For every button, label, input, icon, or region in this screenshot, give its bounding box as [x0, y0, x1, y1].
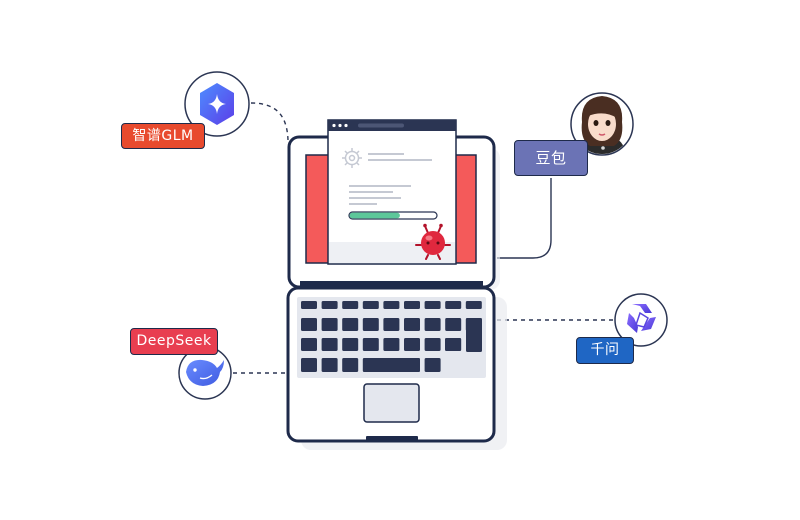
connector-glm: [250, 102, 289, 141]
keyboard-key: [404, 338, 420, 351]
base-notch: [366, 436, 418, 441]
lid-hinge: [300, 281, 483, 289]
doubao-label-tag[interactable]: 豆包: [514, 140, 588, 176]
keyboard-key: [321, 338, 338, 351]
keyboard-key: [383, 338, 400, 351]
keyboard-key: [424, 318, 441, 331]
gear-icon: [342, 148, 362, 168]
keyboard-key: [465, 301, 482, 309]
glm-logo-badge[interactable]: [184, 71, 250, 137]
keyboard-key: [342, 318, 359, 331]
keyboard-key: [301, 318, 317, 331]
keyboard-key: [424, 358, 441, 372]
keyboard-key: [301, 301, 317, 309]
keyboard-key: [404, 318, 420, 331]
window-dot: [338, 123, 342, 128]
deepseek-whale-icon: [186, 359, 224, 386]
window-dot: [344, 123, 348, 128]
touchpad: [363, 383, 420, 423]
doubao-avatar-icon: [577, 96, 627, 154]
keyboard-key: [362, 318, 379, 331]
keyboard-key: [301, 338, 317, 351]
keyboard-key: [424, 338, 441, 351]
deepseek-label-tag[interactable]: DeepSeek: [130, 328, 218, 355]
glm-label-tag[interactable]: 智谱GLM: [121, 123, 205, 149]
qwen-logo-icon: [627, 304, 656, 333]
keyboard-bed: [297, 297, 486, 378]
keyboard-key: [321, 301, 338, 309]
keyboard-keys: [301, 301, 482, 372]
keyboard-key: [466, 318, 482, 352]
keyboard-key: [424, 301, 441, 309]
connector-doubao: [497, 178, 552, 259]
qwen-logo-badge[interactable]: [614, 293, 668, 347]
keyboard-key: [342, 358, 359, 372]
window-dot: [332, 123, 336, 128]
laptop-base: [286, 286, 507, 450]
keyboard-key: [342, 301, 359, 309]
connectors: [233, 102, 618, 374]
keyboard-key: [362, 338, 379, 351]
keyboard-key: [301, 358, 317, 372]
qianwen-label-tag[interactable]: 千问: [576, 337, 634, 364]
keyboard-key: [383, 318, 400, 331]
doubao-avatar[interactable]: [570, 92, 634, 160]
keyboard-key: [404, 301, 420, 309]
keyboard-key: [362, 301, 379, 309]
keyboard-key: [383, 301, 400, 309]
keyboard-key: [445, 301, 462, 309]
keyboard-key: [445, 338, 461, 351]
bug-mascot-icon: [415, 223, 451, 260]
keyboard-key: [445, 318, 462, 331]
keyboard-key: [342, 338, 359, 351]
progress-fill: [349, 212, 400, 219]
keyboard-key: [321, 358, 338, 372]
keyboard-key: [321, 318, 338, 331]
keyboard-key: [363, 358, 420, 372]
